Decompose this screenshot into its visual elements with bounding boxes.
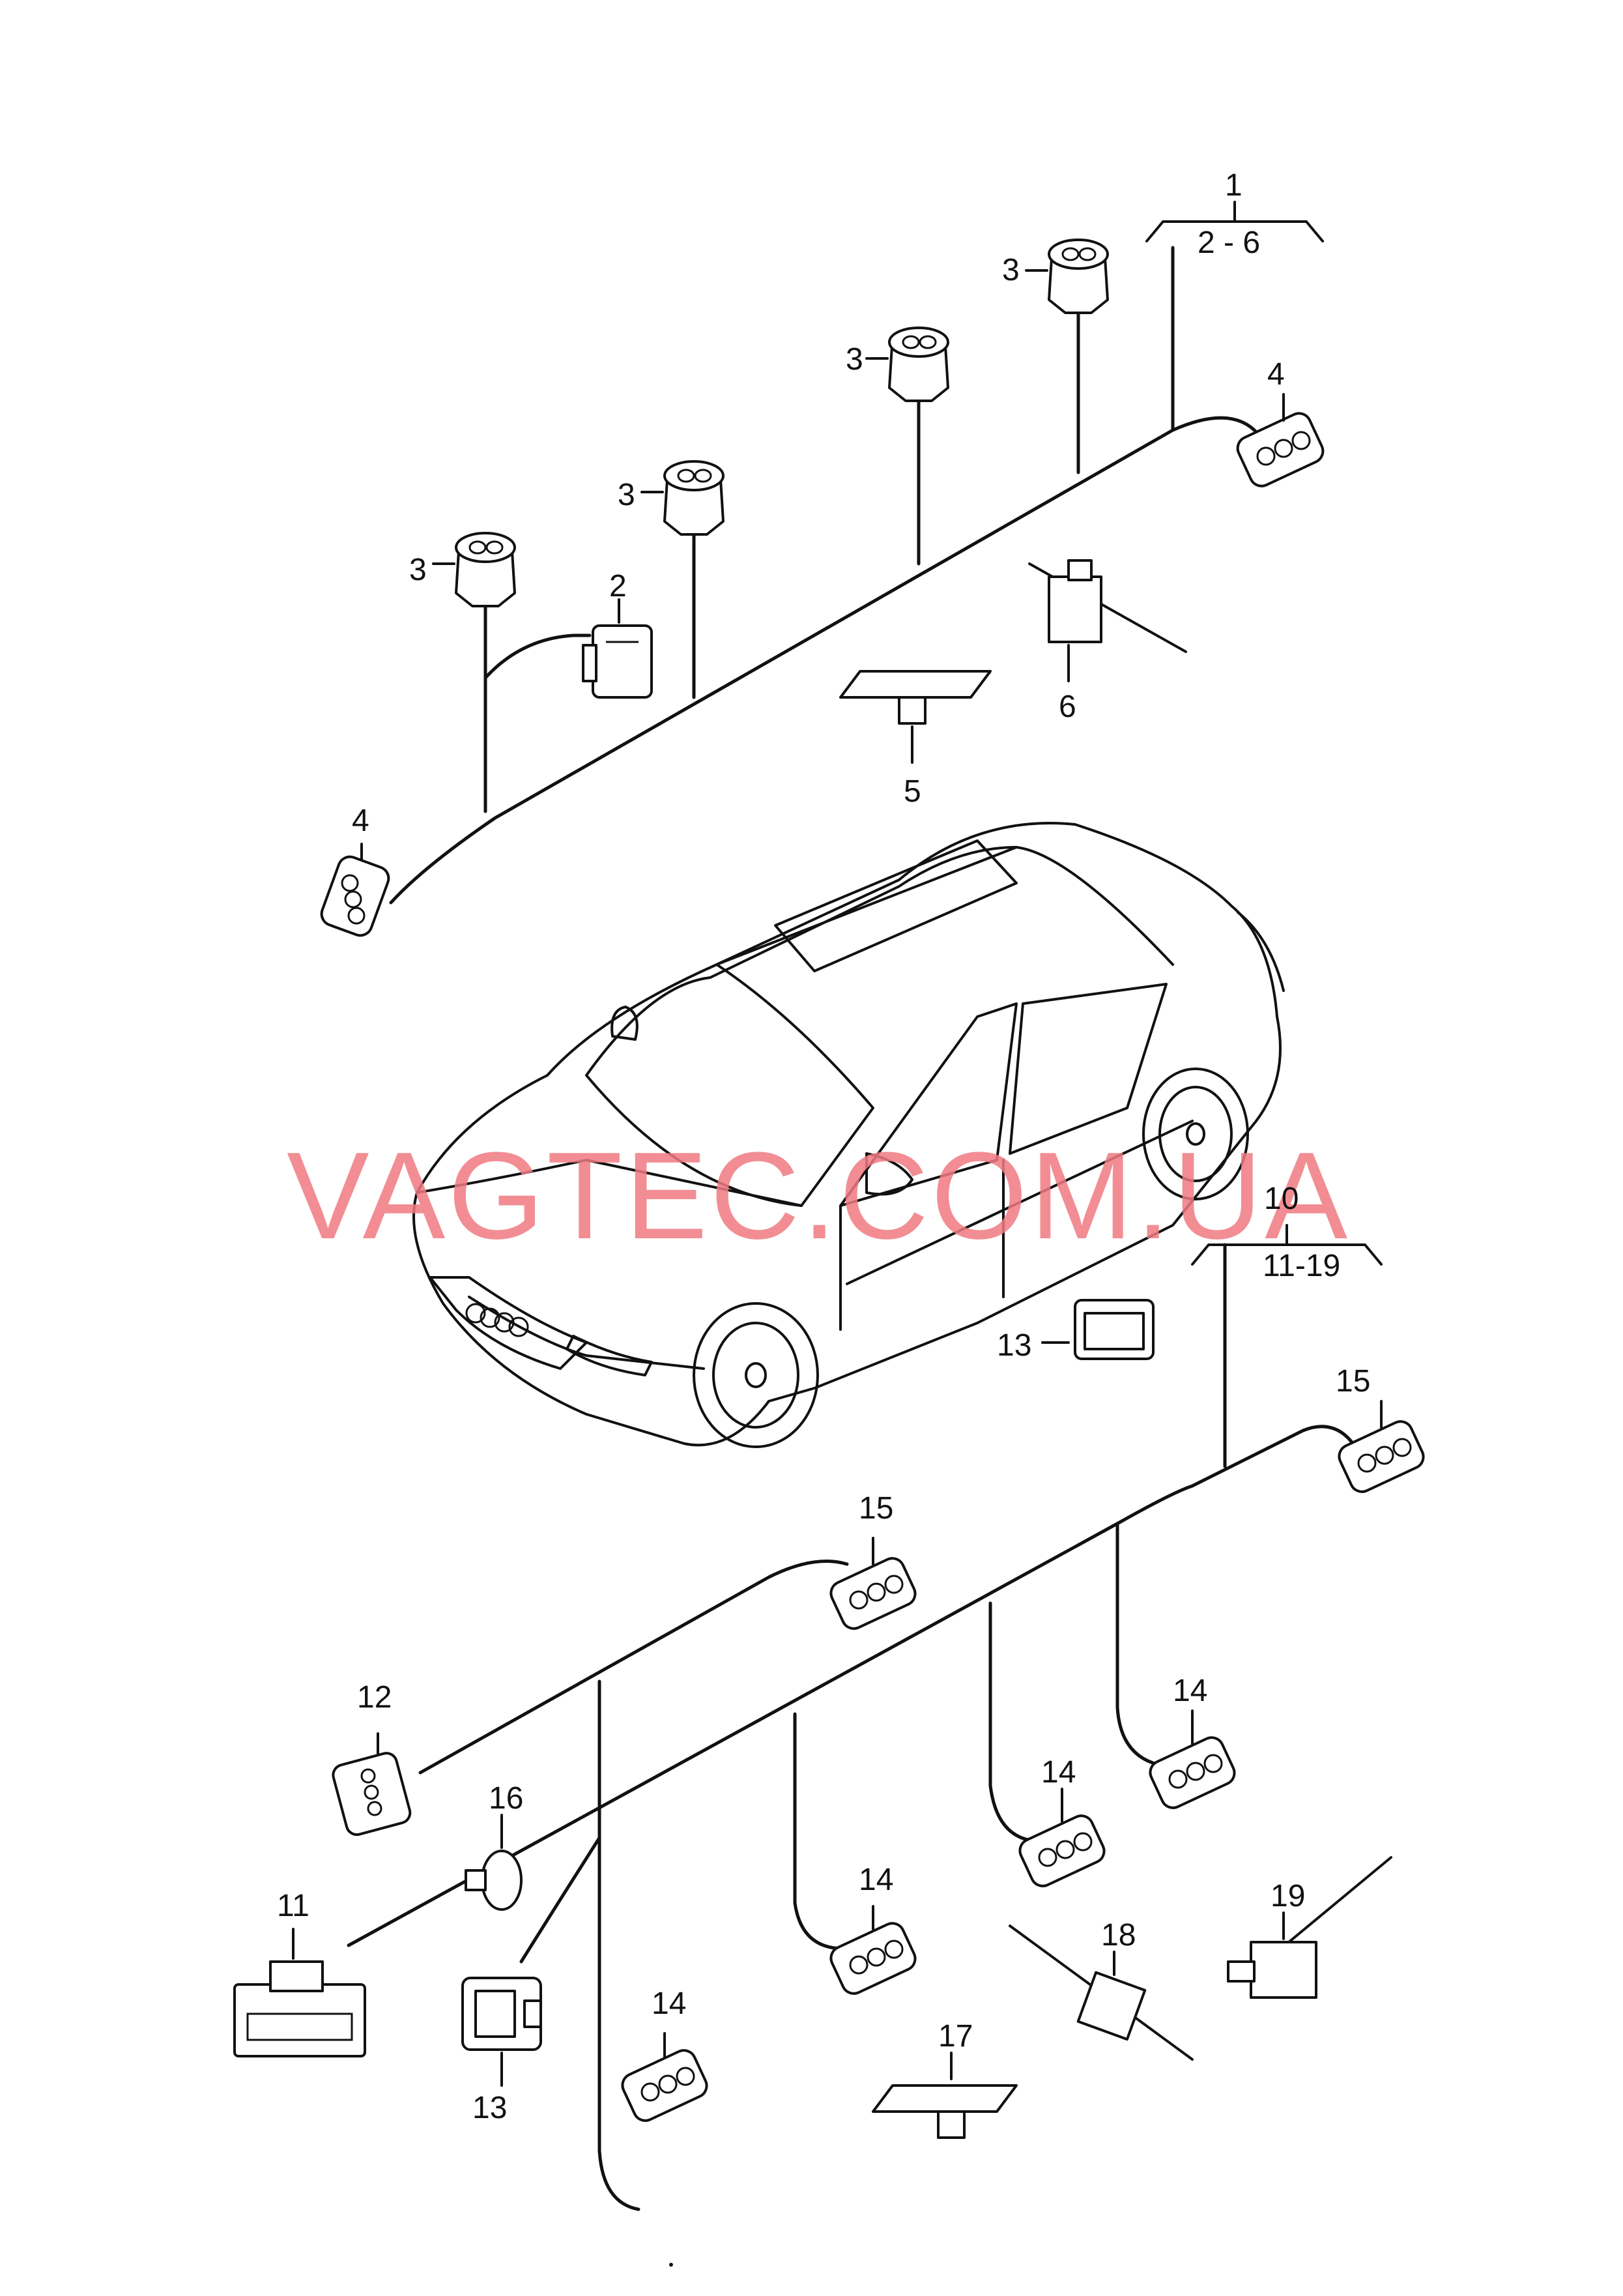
label-6: 6 [1059, 690, 1076, 724]
label-3-b: 3 [618, 478, 635, 512]
connector-3-b [640, 460, 725, 536]
label-10: 10 [1264, 1182, 1299, 1216]
label-range-2-6: 2 - 6 [1198, 225, 1260, 260]
label-19: 19 [1271, 1879, 1305, 1913]
clip-5 [839, 670, 992, 764]
label-14-b: 14 [1041, 1755, 1076, 1790]
label-13-b: 13 [472, 2091, 507, 2125]
label-15-a: 15 [1336, 1364, 1370, 1399]
label-4-b: 4 [352, 804, 369, 838]
label-4-a: 4 [1267, 357, 1285, 392]
connector-11 [233, 1928, 366, 2057]
connector-12 [332, 1732, 412, 1837]
connector-4-b [320, 843, 390, 937]
label-3-d: 3 [1002, 253, 1020, 287]
car-illustration [412, 822, 1285, 1448]
upper-wiring-harness [389, 246, 1259, 905]
connector-3-a [432, 532, 516, 607]
label-14-c: 14 [859, 1863, 893, 1897]
label-1: 1 [1225, 168, 1242, 203]
label-14-d: 14 [652, 1986, 686, 2021]
lower-wiring-harness [347, 1243, 1357, 2211]
label-16: 16 [489, 1781, 523, 1816]
clip-6 [1028, 559, 1187, 682]
clip-19 [1227, 1856, 1392, 1999]
stray-dot [669, 2263, 673, 2267]
callout-labels: 1 2 - 6 2 3 3 3 3 4 4 5 6 10 11-19 11 12… [277, 168, 1370, 2125]
label-17: 17 [938, 2019, 973, 2054]
grommet-16 [465, 1814, 523, 1911]
clip-17 [872, 2052, 1018, 2139]
connector-13-b [461, 1977, 542, 2087]
connector-3-c [865, 327, 949, 402]
connector-2 [582, 598, 653, 699]
label-range-11-19: 11-19 [1263, 1249, 1340, 1283]
connector-4-a [1236, 393, 1325, 487]
connector-14-d [621, 2032, 708, 2122]
connector-15-b [829, 1537, 917, 1630]
connector-14-c [829, 1905, 917, 1995]
label-3-c: 3 [846, 342, 863, 377]
clip-18 [1009, 1925, 1194, 2061]
label-11: 11 [277, 1889, 309, 1923]
label-12: 12 [357, 1680, 392, 1715]
label-13-a: 13 [997, 1328, 1031, 1363]
label-2: 2 [609, 569, 627, 603]
connector-14-a [1149, 1709, 1236, 1809]
label-3-a: 3 [409, 553, 427, 587]
connector-13-a [1041, 1299, 1155, 1360]
watermark: VAGTEC.COM.UA [287, 1127, 1350, 1265]
label-18: 18 [1101, 1918, 1136, 1953]
label-5: 5 [904, 774, 921, 809]
label-14-a: 14 [1173, 1674, 1207, 1708]
connector-15-a [1338, 1400, 1425, 1493]
connector-3-d [1025, 239, 1109, 314]
label-15-b: 15 [859, 1491, 893, 1526]
connector-14-b [1018, 1788, 1106, 1887]
